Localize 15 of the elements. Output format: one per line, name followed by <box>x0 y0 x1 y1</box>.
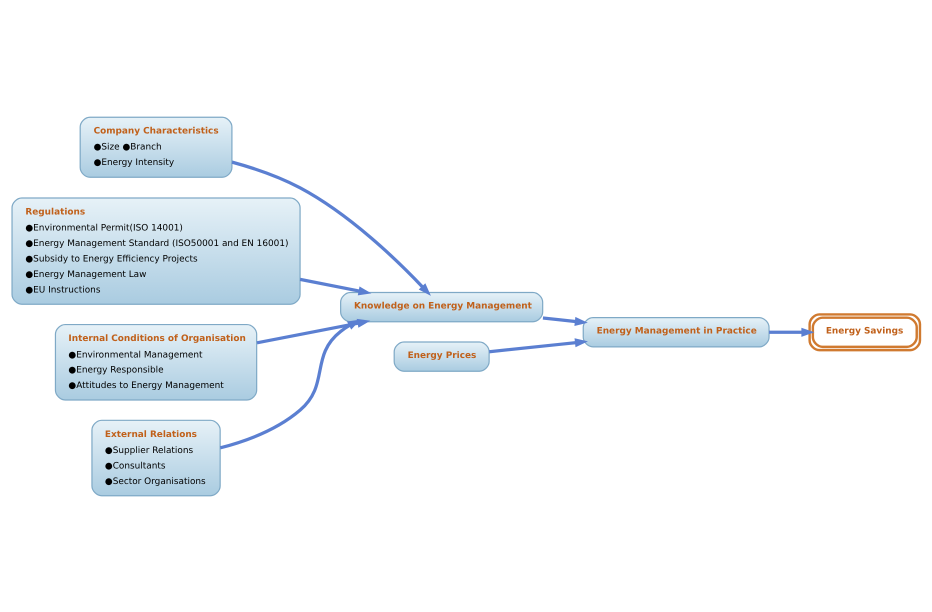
arrow <box>220 318 361 449</box>
node-box: Energy Management in Practice <box>582 316 770 347</box>
arrow <box>542 316 588 326</box>
node-box: Company Characteristics ●Size ●Branch ●Energy Intensity <box>80 116 233 178</box>
arrow <box>769 327 814 336</box>
node-box: Knowledge on Energy Management <box>340 291 544 322</box>
node-box: Energy Prices <box>394 340 490 372</box>
arrow <box>300 277 372 295</box>
node-box: Energy Savings <box>808 312 922 351</box>
arrow <box>232 160 431 296</box>
node-box: External Relations ●Supplier Relations ●Consultants ●Sector Organisations <box>91 419 221 496</box>
arrow <box>489 338 588 353</box>
node-box: Internal Conditions of Organisation ●Environmental Management ●Energy Responsible ●Attitudes to Energy Management <box>54 323 258 400</box>
arrow <box>256 318 370 344</box>
node-box: Regulations ●Environmental Permit(ISO 14001) ●Energy Management Standard (ISO50001 and EN 16001) ●Subsidy to Energy Efficiency Projects ●Energy Management Law ●EU Instructions <box>11 196 301 304</box>
